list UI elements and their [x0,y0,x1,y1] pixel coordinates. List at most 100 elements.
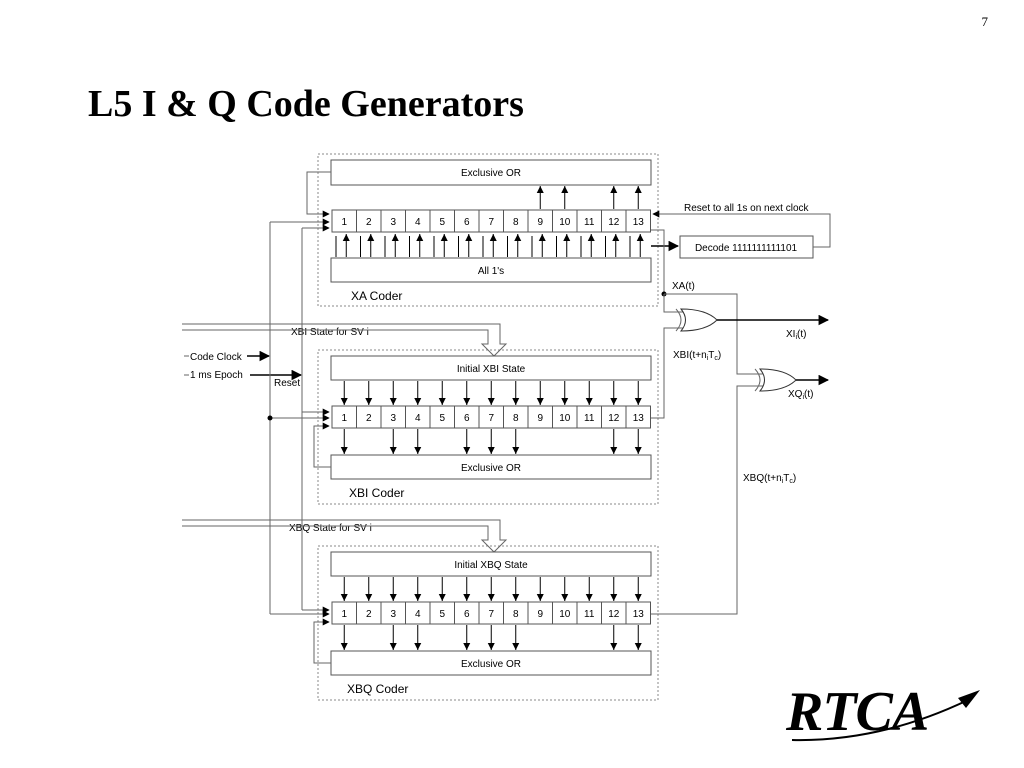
xa-load-arrow-head [514,234,522,241]
xbi-cell-label: 8 [513,413,519,424]
xa-load-arrow-head [538,234,546,241]
xa-load-arrow-head [416,234,424,241]
xbi-load-arrow-head [389,398,397,405]
xbi-cell-label: 3 [390,413,396,424]
xa-load-arrow-head [391,234,399,241]
xa-to-xor2 [664,293,763,375]
xbq-cell-label: 2 [366,609,372,620]
xa-coder-label: XA Coder [351,289,402,303]
xa-exclusive-or-box [330,159,652,186]
xbi-initial-state-box [330,355,652,381]
xbi-coder-label: XBI Coder [349,486,404,500]
xbq-initial-state-label: Initial XBQ State [454,560,528,571]
xbi-tap-arrows [340,381,642,454]
xbi-cell-label: 5 [439,413,445,424]
xbq-cell-label: 12 [608,609,620,620]
xbq-cell-label: 13 [633,609,645,620]
xbi-load-arrow-head [610,398,618,405]
xor-gate-q [754,368,797,392]
xa-cell [625,209,651,233]
xa-feedback-line [306,171,331,218]
xbq-cell [625,601,651,625]
xbi-cell-label: 4 [415,413,421,424]
xor-gate-i [675,308,718,332]
xbi-tap-arrow-head [610,447,618,454]
xbq-tap-arrow-head [340,643,348,650]
xbq-exclusive-or-label: Exclusive OR [461,659,521,670]
xbi-exclusive-or-label: Exclusive OR [461,463,521,474]
xa-output-line [651,229,665,294]
reset-label: Reset [274,378,300,389]
xbq-cell-label: 6 [464,609,470,620]
slide-title: L5 I & Q Code Generators [88,83,524,125]
xa-load-arrow-head [367,234,375,241]
xa-signal-label: XA(t) [672,281,695,292]
xbq-coder-label: XBQ Coder [347,682,408,696]
xbq-load-arrow-head [634,594,642,601]
xbq-load-arrow-head [487,594,495,601]
xbi-tap-arrow-head [463,447,471,454]
xbq-state-label: XBQ State for SV i [289,523,372,534]
xbq-cell-label: 4 [415,609,421,620]
xbq-tap-arrow-head [389,643,397,650]
xa-tap-arrow-head [610,186,618,193]
xa-cell-label: 8 [513,217,519,228]
xbi-signal-label: XBI(t+niTc) [673,350,721,362]
xa-cell-label: 9 [537,217,543,228]
xa-cell-label: 11 [584,217,595,228]
xa-cell-label: 12 [608,217,620,228]
xbi-load-arrow-head [536,398,544,405]
xbi-cell-label: 9 [537,413,543,424]
xbi-load-arrow-head [487,398,495,405]
xa-tap-arrow-head [536,186,544,193]
xbi-exclusive-or-box [330,454,652,480]
xbi-load-arrow-head [438,398,446,405]
xa-load-arrow-head [587,234,595,241]
xa-cell-label: 4 [415,217,421,228]
xbi-cell [625,405,651,429]
clock-junction-dot [267,415,273,421]
xbi-cell-label: 7 [488,413,494,424]
decode-label: Decode 1111111111101 [695,243,798,254]
xa-load-arrow-head [342,234,350,241]
xa-all-ones-box [330,257,652,283]
xa-all-ones-label: All 1's [478,266,504,277]
xbi-load-arrow-head [414,398,422,405]
xa-exclusive-or-label: Exclusive OR [461,168,521,179]
xbq-load-arrow-head [610,594,618,601]
xbq-cell-label: 5 [439,609,445,620]
xbi-load-arrow-head [585,398,593,405]
xbi-initial-state-label: Initial XBI State [457,364,526,375]
xbq-load-arrow-head [414,594,422,601]
xbi-load-arrow-head [634,398,642,405]
xbq-cell-label: 7 [488,609,494,620]
xbi-tap-arrow-head [389,447,397,454]
xbq-load-arrow-head [512,594,520,601]
xa-load-arrow-head [636,234,644,241]
xa-tap-arrows [335,186,644,257]
xbq-signal-label: XBQ(t+niTc) [743,473,796,485]
xa-tap-arrow-head [634,186,642,193]
xbq-feedback-line [313,618,331,664]
xi-signal-label: XIi(t) [786,329,806,341]
xbq-cell-label: 10 [559,609,571,620]
rtca-logo-swoosh-icon [791,690,980,742]
xbi-load-arrow-head [561,398,569,405]
xbi-cell-label: 12 [608,413,620,424]
xbq-tap-arrow-head [512,643,520,650]
xbq-cell-label: 1 [341,609,347,620]
xa-tap-arrow-head [561,186,569,193]
xa-load-arrow-head [489,234,497,241]
xbi-cell-label: 6 [464,413,470,424]
xbi-tap-arrow-head [487,447,495,454]
xbq-load-arrow-head [340,594,348,601]
xbi-feedback-line [313,422,331,468]
xa-cell-label: 2 [366,217,372,228]
xbq-output-line [651,385,763,615]
xbi-cell-label: 10 [559,413,571,424]
rtca-logo: RTCA [786,681,929,743]
xbq-cell-label: 9 [537,609,543,620]
xa-load-arrow-head [440,234,448,241]
xbq-initial-state-box [330,551,652,577]
